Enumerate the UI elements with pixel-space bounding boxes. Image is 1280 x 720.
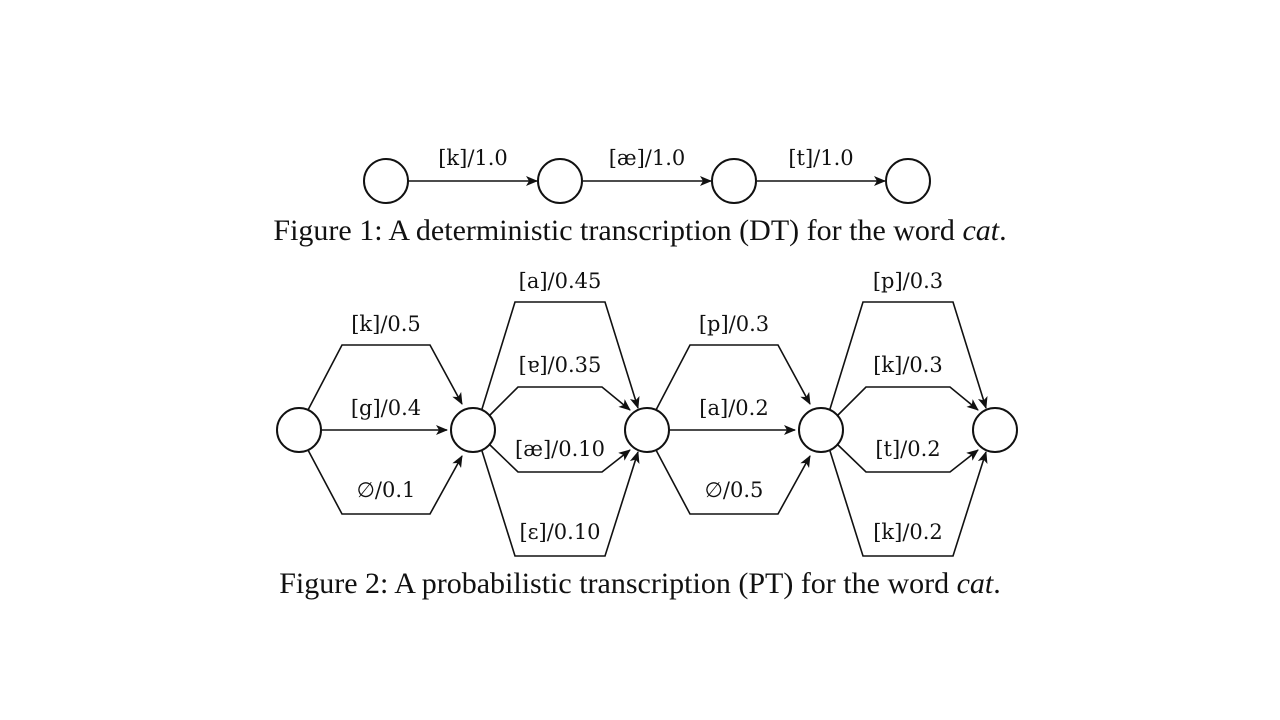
f2-edge-t-0.2 (836, 443, 979, 473)
f1-state-3 (885, 158, 931, 204)
f2-state-2 (624, 407, 670, 453)
f2-label-t-0.2: [t]/0.2 (875, 437, 940, 461)
f2-edge-k-0.2 (829, 450, 988, 557)
figure-2-caption: Figure 2: A probabilistic transcription … (0, 567, 1280, 601)
f2-label-turned-a-0.35: [ɐ]/0.35 (519, 353, 602, 377)
f2-edge-ae-0.10 (488, 443, 631, 473)
f2-edge-k-0.3 (836, 386, 979, 417)
f2-label-ae-0.10: [æ]/0.10 (515, 437, 605, 461)
f2-label-p-0.3-a: [p]/0.3 (699, 312, 769, 336)
f2-edge-empty-0.5 (655, 449, 811, 515)
f2-edge-k-0.5 (307, 344, 463, 411)
f2-label-empty-0.5: ∅/0.5 (705, 478, 764, 502)
f1-state-0 (363, 158, 409, 204)
f2-edge-a-0.45 (481, 301, 640, 410)
figure-1-caption-word: cat (962, 214, 1000, 247)
f2-label-epsilon-0.10: [ɛ]/0.10 (519, 520, 600, 544)
f2-edge-empty-0.1 (307, 449, 463, 515)
f1-edge-1-label: [k]/1.0 (438, 146, 508, 170)
f1-edge-3-label: [t]/1.0 (788, 146, 853, 170)
f1-state-1 (537, 158, 583, 204)
f2-edge-p-0.3-a (655, 344, 811, 411)
f2-edge-turned-a-0.35 (488, 386, 631, 417)
f2-state-1 (450, 407, 496, 453)
figure-1-diagram: [k]/1.0 [æ]/1.0 [t]/1.0 (363, 146, 931, 204)
figure-1-caption: Figure 1: A deterministic transcription … (0, 214, 1280, 248)
f2-label-p-0.3-b: [p]/0.3 (873, 269, 943, 293)
figure-1-caption-end: . (999, 214, 1007, 247)
figure-2-caption-text: Figure 2: A probabilistic transcription … (279, 567, 957, 600)
f2-label-empty-0.1: ∅/0.1 (357, 478, 416, 502)
figure-1-caption-text: Figure 1: A deterministic transcription … (273, 214, 963, 247)
f2-state-0 (276, 407, 322, 453)
f2-label-g-0.4: [g]/0.4 (351, 396, 421, 420)
f2-state-3 (798, 407, 844, 453)
figure-2-caption-end: . (993, 567, 1001, 600)
f1-edge-2-label: [æ]/1.0 (609, 146, 686, 170)
f2-state-4 (972, 407, 1018, 453)
f1-state-2 (711, 158, 757, 204)
figure-2-caption-word: cat (956, 567, 994, 600)
f2-label-k-0.2: [k]/0.2 (873, 520, 943, 544)
f2-label-a-0.2: [a]/0.2 (699, 396, 768, 420)
f2-edge-p-0.3-b (829, 301, 988, 410)
figure-2-diagram: [k]/0.5 [g]/0.4 ∅/0.1 [a]/0.45 [ɐ]/0.35 … (276, 269, 1018, 557)
f2-label-k-0.3: [k]/0.3 (873, 353, 943, 377)
f2-edge-epsilon-0.10 (481, 450, 640, 557)
f2-label-k-0.5: [k]/0.5 (351, 312, 421, 336)
f2-label-a-0.45: [a]/0.45 (519, 269, 602, 293)
